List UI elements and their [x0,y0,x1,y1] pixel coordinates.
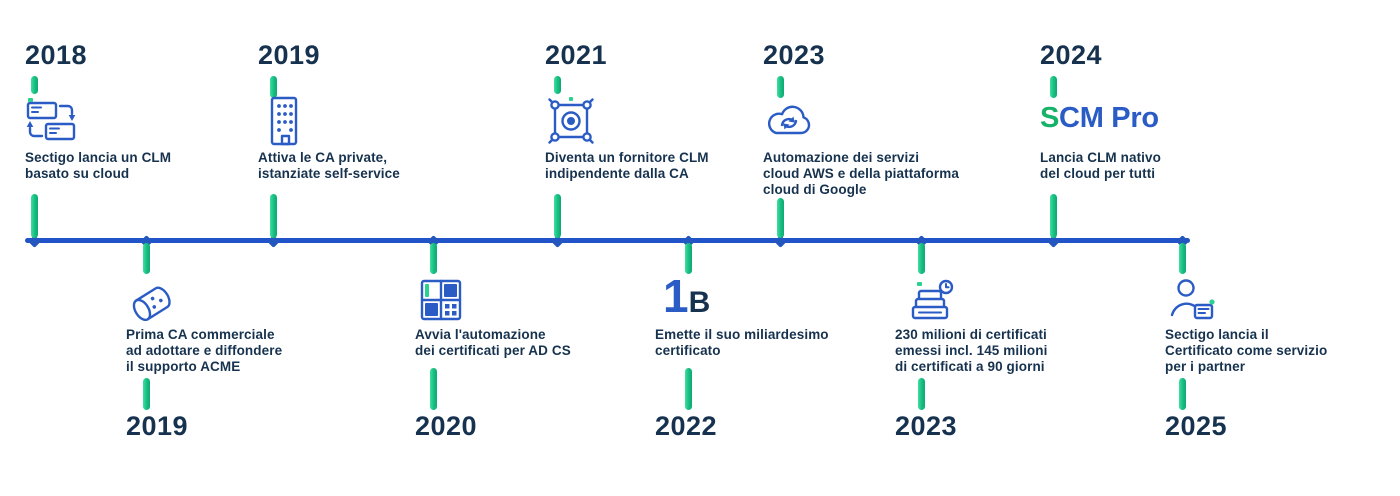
ca-agnostic-chip-icon [545,95,601,147]
one-billion-letter: B [688,286,711,319]
connector-bar [430,243,437,274]
milestone-text: Sectigo lancia il Certificato come servi… [1165,327,1328,374]
connector-bar [777,198,784,238]
private-ca-building-icon [258,95,314,147]
milestone-2023-bottom: 230 milioni di certificati emessi incl. … [895,0,1145,496]
year-label: 2020 [415,411,478,441]
certificates-stack-icon [905,276,961,328]
connector-bar [554,194,561,238]
year-label: 2019 [126,411,189,441]
adcs-window-icon [415,276,471,328]
connector-bar [554,76,561,94]
connector-bar [143,243,150,274]
milestone-text: Prima CA commerciale ad adottare e diffo… [126,327,283,374]
year-label: 2018 [25,40,88,70]
milestone-text: 230 milioni di certificati emessi incl. … [895,327,1048,374]
connector-bar [918,243,925,274]
year-label: 2021 [545,40,608,70]
connector-bar [685,243,692,274]
connector-bar [1050,76,1057,98]
partner-caas-icon [1165,276,1221,328]
milestone-2024-top: 2024 SCM Pro Lancia CLM nativo del cloud… [1040,0,1290,496]
connector-bar [1179,243,1186,274]
milestone-2025-bottom: Sectigo lancia il Certificato come servi… [1165,0,1400,496]
acme-scroll-icon [126,276,182,328]
milestone-2019-top: 2019 Attiva le CA private, istanziate se… [258,0,508,496]
connector-bar [918,378,925,410]
scm-pro-logo-rest: CM Pro [1059,102,1159,134]
milestone-text: Avvia l'automazione dei certificati per … [415,327,571,358]
year-label: 2024 [1040,40,1103,70]
milestone-2021-top: 2021 Diventa un fornitore CLM indipenden… [545,0,795,496]
connector-bar [143,378,150,410]
scm-pro-logo-s: S [1040,102,1060,134]
milestone-2023-top: 2023 Automazione dei servizi cloud AWS e… [763,0,1013,496]
connector-bar [270,194,277,238]
milestone-2019-bottom: Prima CA commerciale ad adottare e diffo… [126,0,376,496]
scm-pro-logo: SCM Pro [1040,102,1159,135]
connector-bar [685,368,692,410]
year-label: 2023 [895,411,958,441]
year-label: 2025 [1165,411,1228,441]
connector-bar [270,76,277,98]
connector-bar [777,76,784,98]
milestone-text: Automazione dei servizi cloud AWS e dell… [763,150,959,197]
milestone-text: Attiva le CA private, istanziate self-se… [258,150,400,181]
cloud-automation-icon [763,95,819,147]
connector-bar [31,194,38,238]
one-billion-badge: 1B [663,272,710,320]
milestone-2022-bottom: 1B Emette il suo miliardesimo certificat… [655,0,905,496]
milestone-text: Diventa un fornitore CLM indipendente da… [545,150,709,181]
clm-sync-icon [25,95,81,147]
milestone-text: Lancia CLM nativo del cloud per tutti [1040,150,1161,181]
connector-bar [1179,378,1186,410]
one-billion-digit: 1 [663,270,689,322]
milestone-2020-bottom: Avvia l'automazione dei certificati per … [415,0,665,496]
milestone-text: Emette il suo miliardesimo certificato [655,327,829,358]
milestone-text: Sectigo lancia un CLM basato su cloud [25,150,172,181]
year-label: 2022 [655,411,718,441]
milestone-2018-top: 2018 Sectigo lancia un CLM basato su clo… [25,0,275,496]
connector-bar [1050,194,1057,238]
year-label: 2023 [763,40,826,70]
connector-bar [31,76,38,94]
year-label: 2019 [258,40,321,70]
timeline-axis [25,238,1190,243]
connector-bar [430,368,437,410]
